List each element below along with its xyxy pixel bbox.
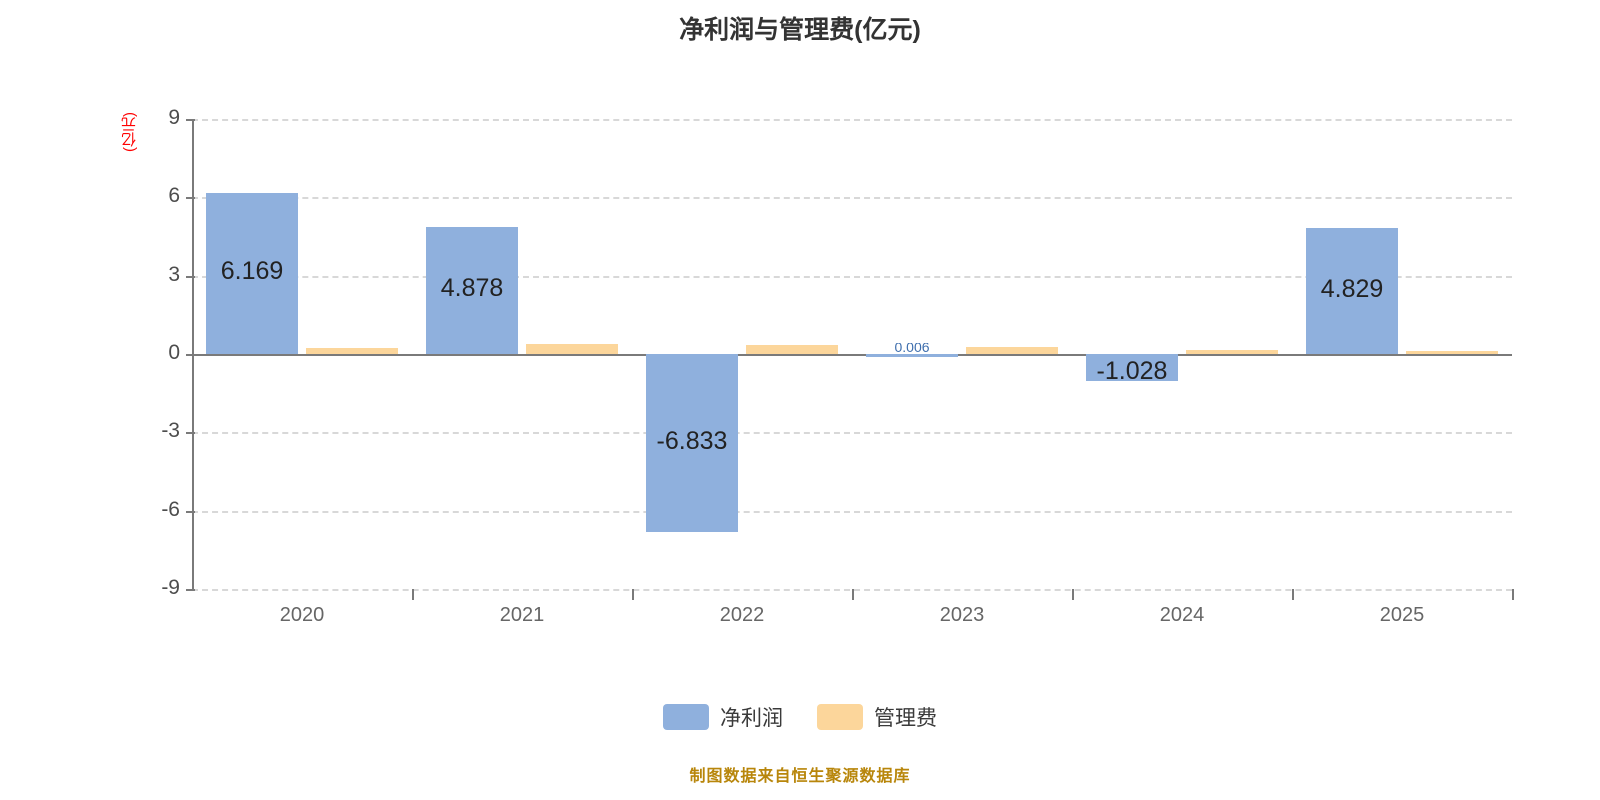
bar-admin-expense-2022[interactable] [746, 345, 838, 354]
chart-title: 净利润与管理费(亿元) [679, 16, 921, 44]
y-tick-mark--9 [186, 589, 195, 591]
bar-net-profit-2023[interactable] [866, 353, 958, 357]
x-tick-mark-2025 [1512, 589, 1514, 600]
x-tick-mark-2024 [1292, 589, 1294, 600]
x-tick-label-2022: 2022 [719, 604, 765, 626]
y-tick-mark-3 [186, 275, 195, 278]
gridline--3 [192, 432, 1512, 435]
bar-value-label-2025: 4.829 [1320, 274, 1384, 303]
y-tick-mark-9 [186, 119, 195, 121]
y-tick-label-9: 9 [168, 106, 180, 129]
bar-value-label-2024: -1.028 [1096, 357, 1168, 385]
x-tick-label-2023: 2023 [939, 604, 985, 626]
legend-swatch-net-profit [663, 704, 709, 730]
bar-value-label-2023: 0.006 [894, 343, 930, 352]
y-tick-label--6: -6 [161, 497, 180, 521]
y-tick-mark-0 [186, 354, 195, 356]
y-tick-label--3: -3 [161, 419, 180, 443]
gridline-6 [192, 197, 1512, 200]
y-tick-label--9: -9 [161, 576, 180, 599]
bar-net-profit-2022[interactable] [646, 354, 738, 533]
legend-label-net-profit: 净利润 [720, 707, 783, 730]
y-tick-label-3: 3 [168, 262, 180, 286]
legend-swatch-admin-expense [817, 704, 863, 730]
x-tick-label-2020: 2020 [279, 604, 325, 626]
bar-admin-expense-2024[interactable] [1186, 349, 1278, 354]
bar-net-profit-2020[interactable] [206, 192, 298, 354]
x-tick-label-2024: 2024 [1159, 604, 1205, 626]
bar-admin-expense-2023[interactable] [966, 346, 1058, 354]
bar-value-label-2021: 4.878 [440, 274, 504, 303]
y-tick-mark-6 [186, 197, 195, 200]
x-tick-label-2025: 2025 [1379, 604, 1425, 626]
bar-value-label-2020: 6.169 [220, 257, 284, 286]
bar-net-profit-2021[interactable] [426, 226, 518, 354]
x-tick-mark-2023 [1072, 589, 1074, 600]
gridline-3 [192, 275, 1512, 278]
bar-net-profit-2025[interactable] [1306, 227, 1398, 354]
legend-item-net-profit[interactable]: 净利润 [663, 702, 783, 732]
bar-admin-expense-2020[interactable] [306, 347, 398, 354]
gridline-0 [192, 354, 1512, 356]
x-tick-mark-2021 [632, 589, 634, 600]
bar-net-profit-2024[interactable] [1086, 354, 1178, 381]
legend-item-admin-expense[interactable]: 管理费 [817, 702, 937, 732]
bar-value-label-2022: -6.833 [656, 427, 728, 456]
legend: 净利润 管理费 [0, 702, 1600, 732]
x-tick-mark-2022 [852, 589, 854, 600]
legend-label-admin-expense: 管理费 [874, 707, 937, 730]
bar-admin-expense-2021[interactable] [526, 343, 618, 354]
bar-admin-expense-2025[interactable] [1406, 350, 1498, 354]
y-tick-label-0: 0 [168, 341, 180, 364]
x-tick-mark-2020 [412, 589, 414, 600]
footnote: 制图数据来自恒生聚源数据库 [689, 768, 911, 785]
y-tick-label-6: 6 [168, 184, 180, 208]
x-tick-label-2021: 2021 [499, 604, 545, 626]
gridline-9 [192, 119, 1512, 121]
y-tick-mark--3 [186, 432, 195, 435]
y-tick-mark--6 [186, 510, 195, 513]
gridline--6 [192, 510, 1512, 513]
